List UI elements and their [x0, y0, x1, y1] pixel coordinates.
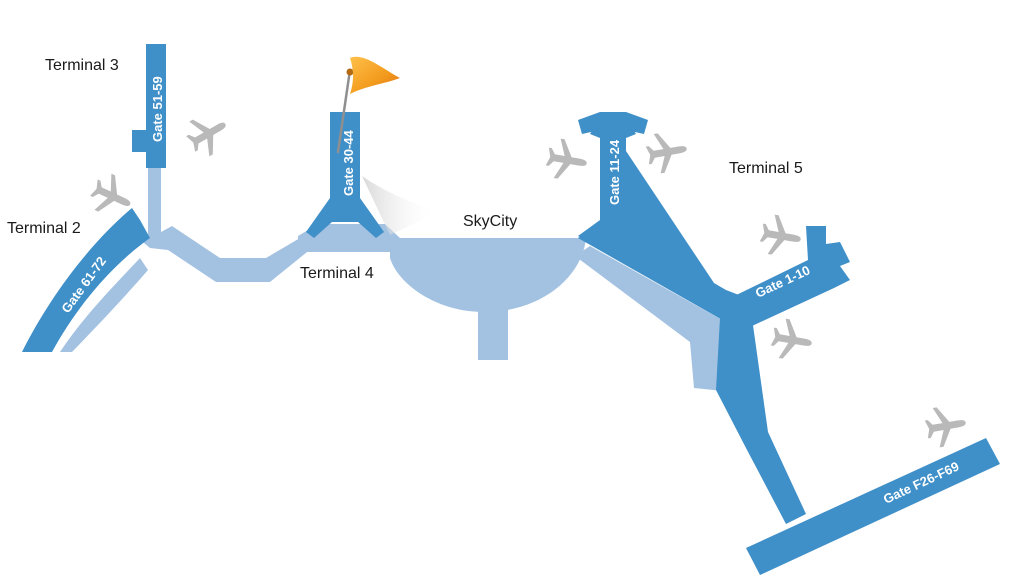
- airplane-icon: [543, 136, 591, 184]
- gate-concourses: [22, 44, 1000, 575]
- skycity-label: SkyCity: [463, 213, 518, 230]
- airplane-icon: [922, 402, 970, 450]
- flag-marker-icon[interactable]: [336, 56, 400, 154]
- terminal-4-label: Terminal 4: [300, 265, 374, 282]
- terminal-3-label: Terminal 3: [45, 57, 119, 74]
- airplane-icon: [180, 106, 236, 162]
- airplane-icon: [768, 316, 816, 364]
- terminal-5-label: Terminal 5: [729, 160, 803, 177]
- flag-shadow: [362, 176, 438, 235]
- terminal-2-label: Terminal 2: [7, 220, 81, 237]
- gate-51-59-label: Gate 51-59: [150, 76, 165, 142]
- gate-30-44-label: Gate 30-44: [341, 129, 356, 196]
- gate-11-24-label: Gate 11-24: [607, 139, 622, 205]
- airplane-icon: [643, 128, 691, 176]
- airplane-icon: [757, 212, 805, 260]
